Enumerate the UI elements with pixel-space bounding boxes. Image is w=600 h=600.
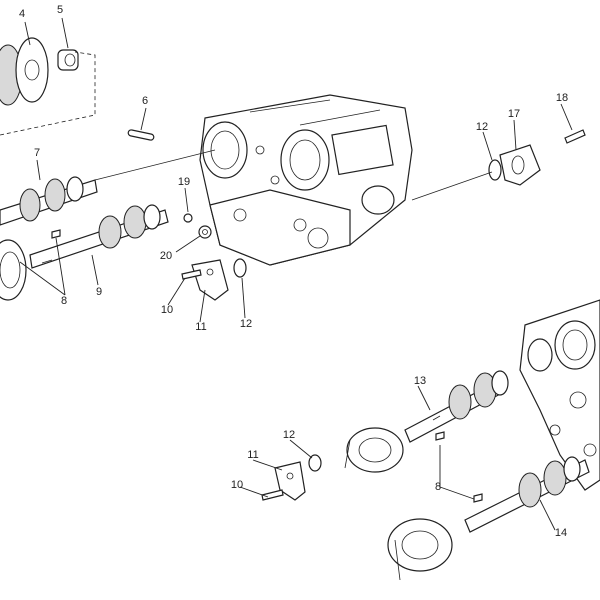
callouts: 4 5 6 7 8 9 10 11 12 12 17 18 19 20 13 1… [19, 4, 568, 539]
callout-4: 4 [19, 8, 25, 20]
callout-9: 9 [96, 286, 102, 298]
pulley-upper-right [344, 427, 404, 473]
key-8c [473, 493, 483, 503]
callout-11-lower: 11 [247, 449, 258, 461]
callout-14: 14 [555, 527, 567, 539]
water-outlet-housing-18 [411, 129, 586, 201]
pulley-lower-right [387, 518, 453, 581]
drive-pulley-left [0, 239, 27, 301]
camshaft-13 [404, 370, 509, 443]
callout-6: 6 [142, 95, 148, 107]
cover-plate-upper [181, 258, 247, 301]
callout-12-upper: 12 [240, 318, 252, 330]
callout-8-upper: 8 [61, 295, 67, 307]
callout-10-lower: 10 [231, 479, 243, 491]
leader-lines [19, 17, 573, 531]
bushing-20 [198, 225, 212, 239]
callout-12-right: 12 [476, 121, 488, 133]
upper-cylinder-head [199, 94, 413, 266]
callout-10-upper: 10 [161, 304, 173, 316]
callout-13: 13 [414, 375, 426, 387]
cover-plate-lower [261, 454, 322, 501]
lower-cylinder-head [519, 299, 600, 491]
washer-19 [183, 213, 193, 223]
callout-11-upper: 11 [195, 321, 206, 333]
callout-18: 17 [508, 108, 520, 120]
callout-20: 20 [160, 250, 172, 262]
callout-19: 19 [178, 176, 190, 188]
camshaft-9 [29, 204, 169, 269]
cam-gear-assembly [0, 37, 96, 136]
camshaft-14 [464, 456, 590, 533]
callout-5: 5 [57, 4, 63, 16]
upper-camshaft-7 [0, 149, 216, 226]
callout-17: 18 [556, 92, 568, 104]
key-8b [435, 431, 445, 441]
key-8a [51, 229, 61, 239]
callout-8-lower: 8 [435, 481, 441, 493]
dowel-pin [127, 129, 155, 141]
callout-7: 7 [34, 147, 40, 159]
callout-12-lower: 12 [283, 429, 295, 441]
